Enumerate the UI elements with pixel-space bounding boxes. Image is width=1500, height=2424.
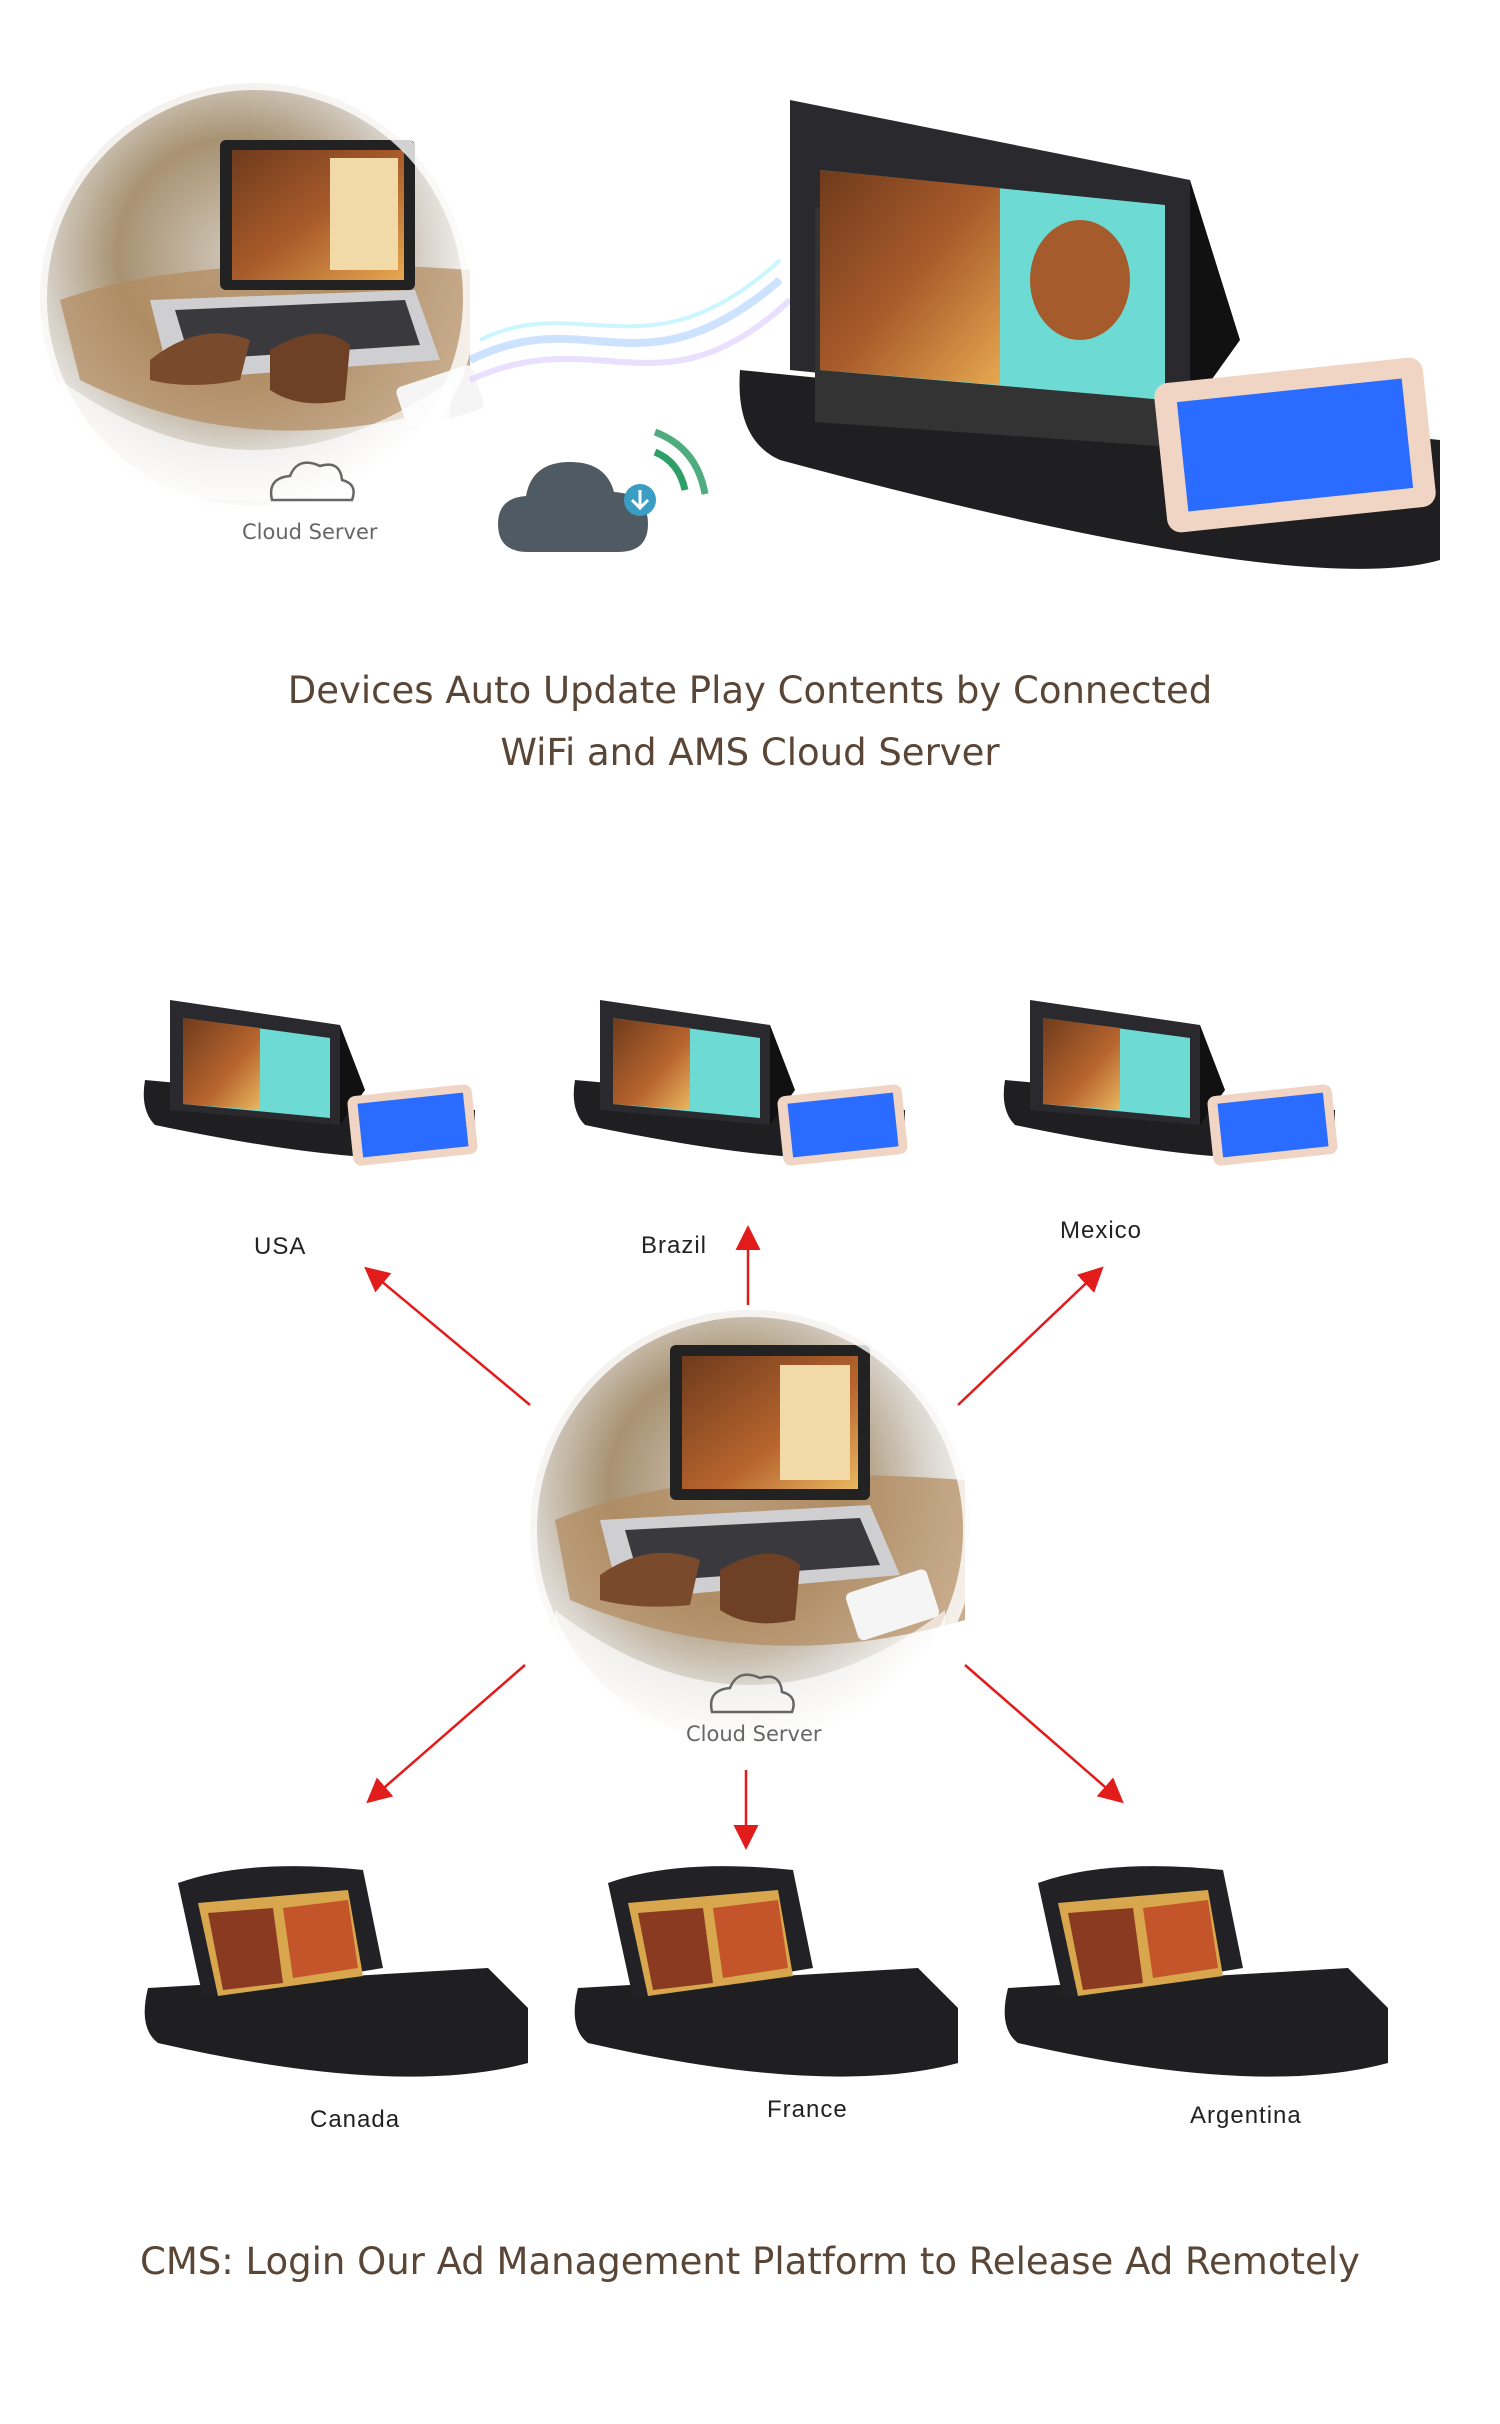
network-diagram-svg xyxy=(143,1000,1388,2077)
laptop-photo-sphere xyxy=(33,76,484,520)
arrow-to-canada xyxy=(366,1664,526,1804)
data-beam xyxy=(468,258,793,383)
arrow-to-argentina xyxy=(964,1664,1124,1804)
caption-top-line2: WiFi and AMS Cloud Server xyxy=(500,731,1000,774)
cloud-download-icon xyxy=(498,428,709,552)
label-usa: USA xyxy=(254,1233,307,1260)
label-argentina: Argentina xyxy=(1190,2102,1302,2129)
caption-footer: CMS: Login Our Ad Management Platform to… xyxy=(140,2240,1360,2283)
arrows xyxy=(364,1225,1124,1850)
caption-top-line1: Devices Auto Update Play Contents by Con… xyxy=(287,669,1213,712)
arrow-to-usa xyxy=(364,1266,531,1406)
arrow-to-mexico xyxy=(957,1266,1104,1406)
device-mexico xyxy=(1003,1000,1339,1167)
label-france: France xyxy=(767,2096,848,2123)
label-brazil: Brazil xyxy=(641,1232,708,1259)
cloud-server-label-top: Cloud Server xyxy=(242,520,378,544)
device-france xyxy=(574,1866,958,2077)
device-usa xyxy=(143,1000,479,1167)
device-brazil xyxy=(573,1000,909,1167)
device-canada xyxy=(144,1866,528,2077)
top-illustration-svg xyxy=(33,76,1440,569)
kiosk-device-large xyxy=(739,100,1440,569)
cloud-hub-sphere xyxy=(523,1303,977,1760)
top-illustration xyxy=(0,0,1500,620)
label-canada: Canada xyxy=(310,2106,401,2133)
device-argentina xyxy=(1004,1866,1388,2077)
label-mexico: Mexico xyxy=(1060,1217,1143,1244)
cloud-server-label-hub: Cloud Server xyxy=(686,1722,822,1746)
caption-top: Devices Auto Update Play Contents by Con… xyxy=(0,660,1500,784)
network-diagram xyxy=(0,960,1500,2140)
